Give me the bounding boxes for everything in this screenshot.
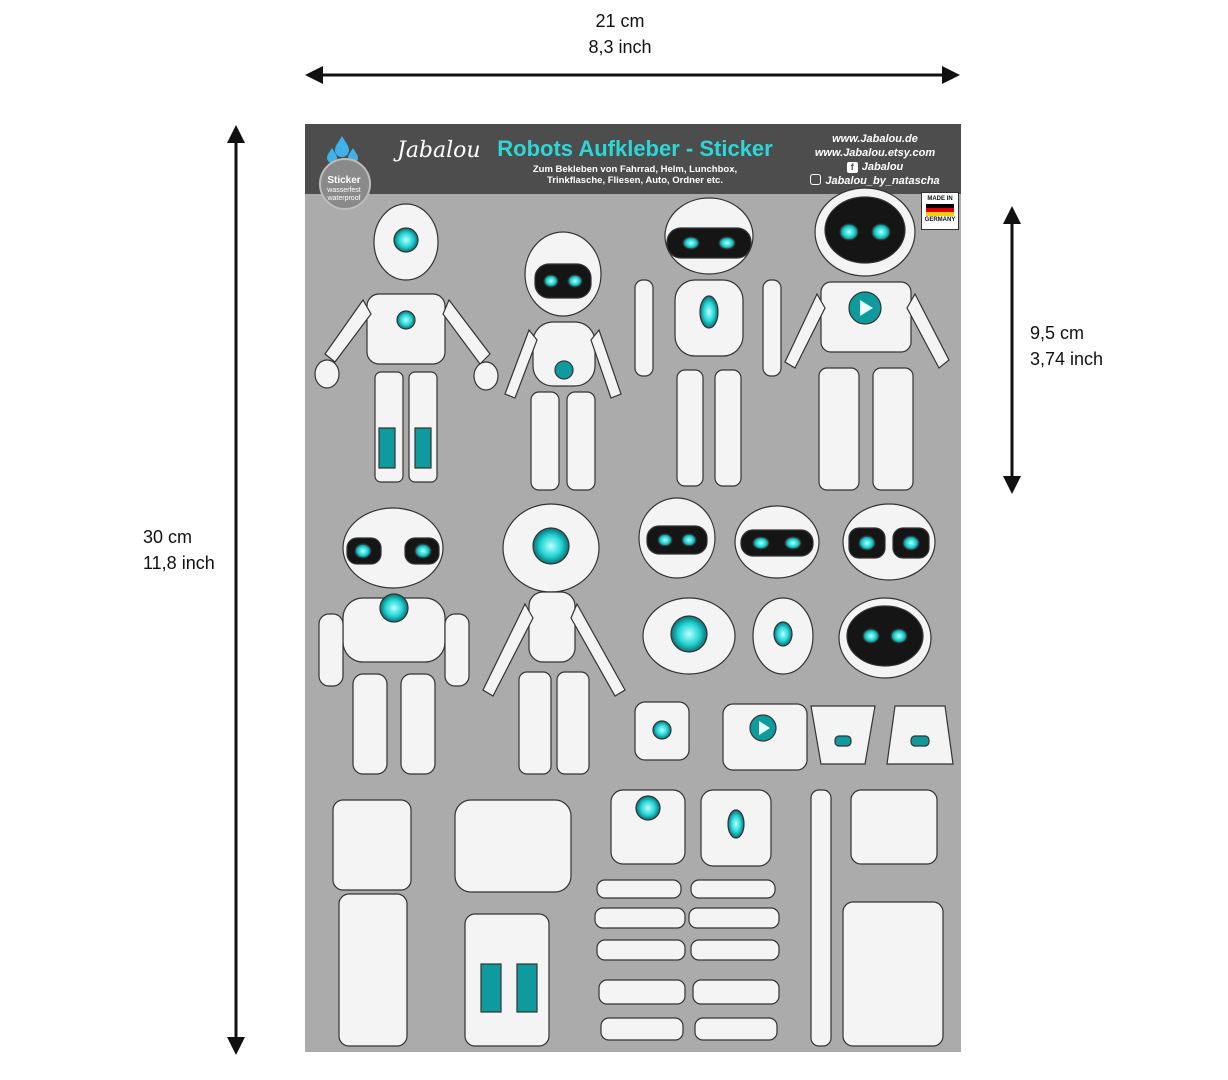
sticker-sheet: Jabalou Robots Aufkleber - Sticker Zum B…: [305, 124, 961, 1052]
robot-size-inch: 3,74 inch: [1030, 349, 1104, 369]
robot-sticker-3: [634, 197, 782, 487]
robot-sticker-5: [318, 507, 470, 775]
made-in-germany-badge: MADE IN GERMANY: [921, 192, 959, 230]
brand-logo: Jabalou: [397, 138, 481, 163]
height-cm: 30 cm: [143, 527, 193, 547]
width-label: 21 cm 8,3 inch: [560, 8, 680, 60]
width-arrow-right-head: [942, 66, 960, 84]
robot-arrow-top-head: [1003, 206, 1021, 224]
facebook-icon: f: [846, 162, 858, 173]
robot-arrow-bottom-head: [1003, 476, 1021, 494]
width-inch: 8,3 inch: [588, 37, 652, 57]
robot-sticker-1: [314, 203, 499, 483]
robot-torso-stickers: [634, 701, 954, 771]
badge-title: Sticker: [327, 175, 361, 186]
width-cm: 21 cm: [595, 11, 645, 31]
width-arrow-left-head: [305, 66, 323, 84]
sheet-title: Robots Aufkleber - Sticker: [497, 136, 773, 161]
badge-circle: [319, 158, 371, 210]
robot-head-stickers: [638, 497, 936, 679]
robot-sticker-2: [504, 231, 622, 491]
subtitle-line-2: Trinkflasche, Fliesen, Auto, Ordner etc.: [547, 175, 723, 186]
subtitle-line-1: Zum Bekleben von Fahrrad, Helm, Lunchbox…: [532, 164, 738, 175]
badge-subtitle: wasserfest waterproof: [327, 187, 361, 202]
robot-size-cm: 9,5 cm: [1030, 323, 1085, 343]
instagram-link[interactable]: Jabalou_by_natascha: [795, 174, 955, 188]
robot-sticker-4: [784, 187, 950, 491]
robot-stickers: [314, 187, 954, 1047]
height-arrow-bottom-head: [227, 1037, 245, 1055]
german-flag-icon: [926, 204, 954, 216]
height-inch: 11,8 inch: [143, 553, 215, 573]
robot-sticker-6: [482, 503, 626, 775]
website-link[interactable]: www.Jabalou.de: [832, 133, 918, 145]
etsy-link[interactable]: www.Jabalou.etsy.com: [814, 147, 936, 159]
robot-part-stickers: [332, 789, 944, 1047]
height-arrow-top-head: [227, 125, 245, 143]
height-label: 30 cm 11,8 inch: [143, 524, 263, 576]
waterproof-badge: Sticker wasserfest waterproof: [315, 134, 371, 210]
sheet-subtitle: Zum Bekleben von Fahrrad, Helm, Lunchbox…: [480, 164, 790, 186]
sheet-header: Jabalou Robots Aufkleber - Sticker Zum B…: [305, 124, 961, 194]
instagram-icon: [810, 174, 822, 185]
robot-size-label: 9,5 cm 3,74 inch: [1030, 320, 1150, 372]
